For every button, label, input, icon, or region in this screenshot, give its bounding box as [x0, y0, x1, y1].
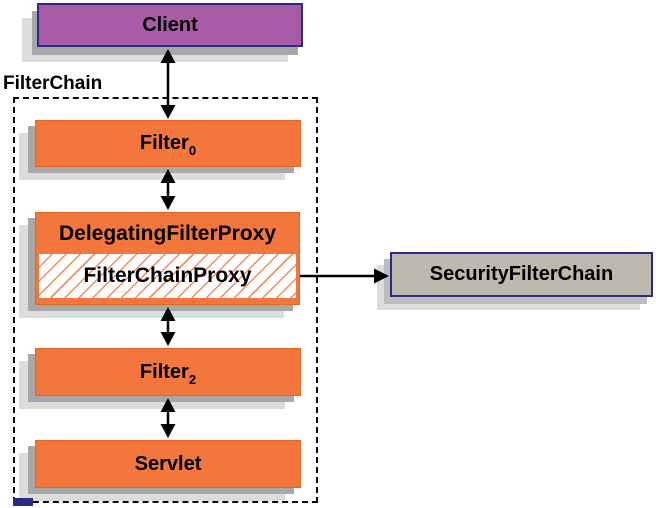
node-filter0-subscript: 0 [188, 143, 197, 158]
node-client: Client [37, 3, 303, 47]
filterchain-boundary [13, 97, 318, 503]
node-servlet: Servlet [35, 440, 301, 488]
node-filter2: Filter2 [35, 348, 301, 396]
node-security-filter-chain-label: SecurityFilterChain [429, 263, 614, 285]
node-servlet-label: Servlet [134, 452, 202, 475]
node-filter2-subscript: 2 [188, 371, 197, 387]
node-client-label: Client [142, 13, 198, 36]
cropped-box-fragment [13, 498, 33, 506]
node-delegating-filter-proxy: DelegatingFilterProxy FilterChainProxy [35, 212, 300, 305]
node-filter-chain-proxy: FilterChainProxy [39, 254, 296, 298]
node-filter0-label: Filter0 [139, 132, 197, 158]
node-security-filter-chain: SecurityFilterChain [390, 252, 653, 297]
node-filter2-label: Filter2 [139, 360, 197, 387]
filterchain-label: FilterChain [3, 73, 103, 94]
node-delegating-filter-proxy-label: DelegatingFilterProxy [58, 221, 277, 245]
node-filter0: Filter0 [35, 120, 301, 167]
node-filter-chain-proxy-label: FilterChainProxy [83, 264, 252, 287]
